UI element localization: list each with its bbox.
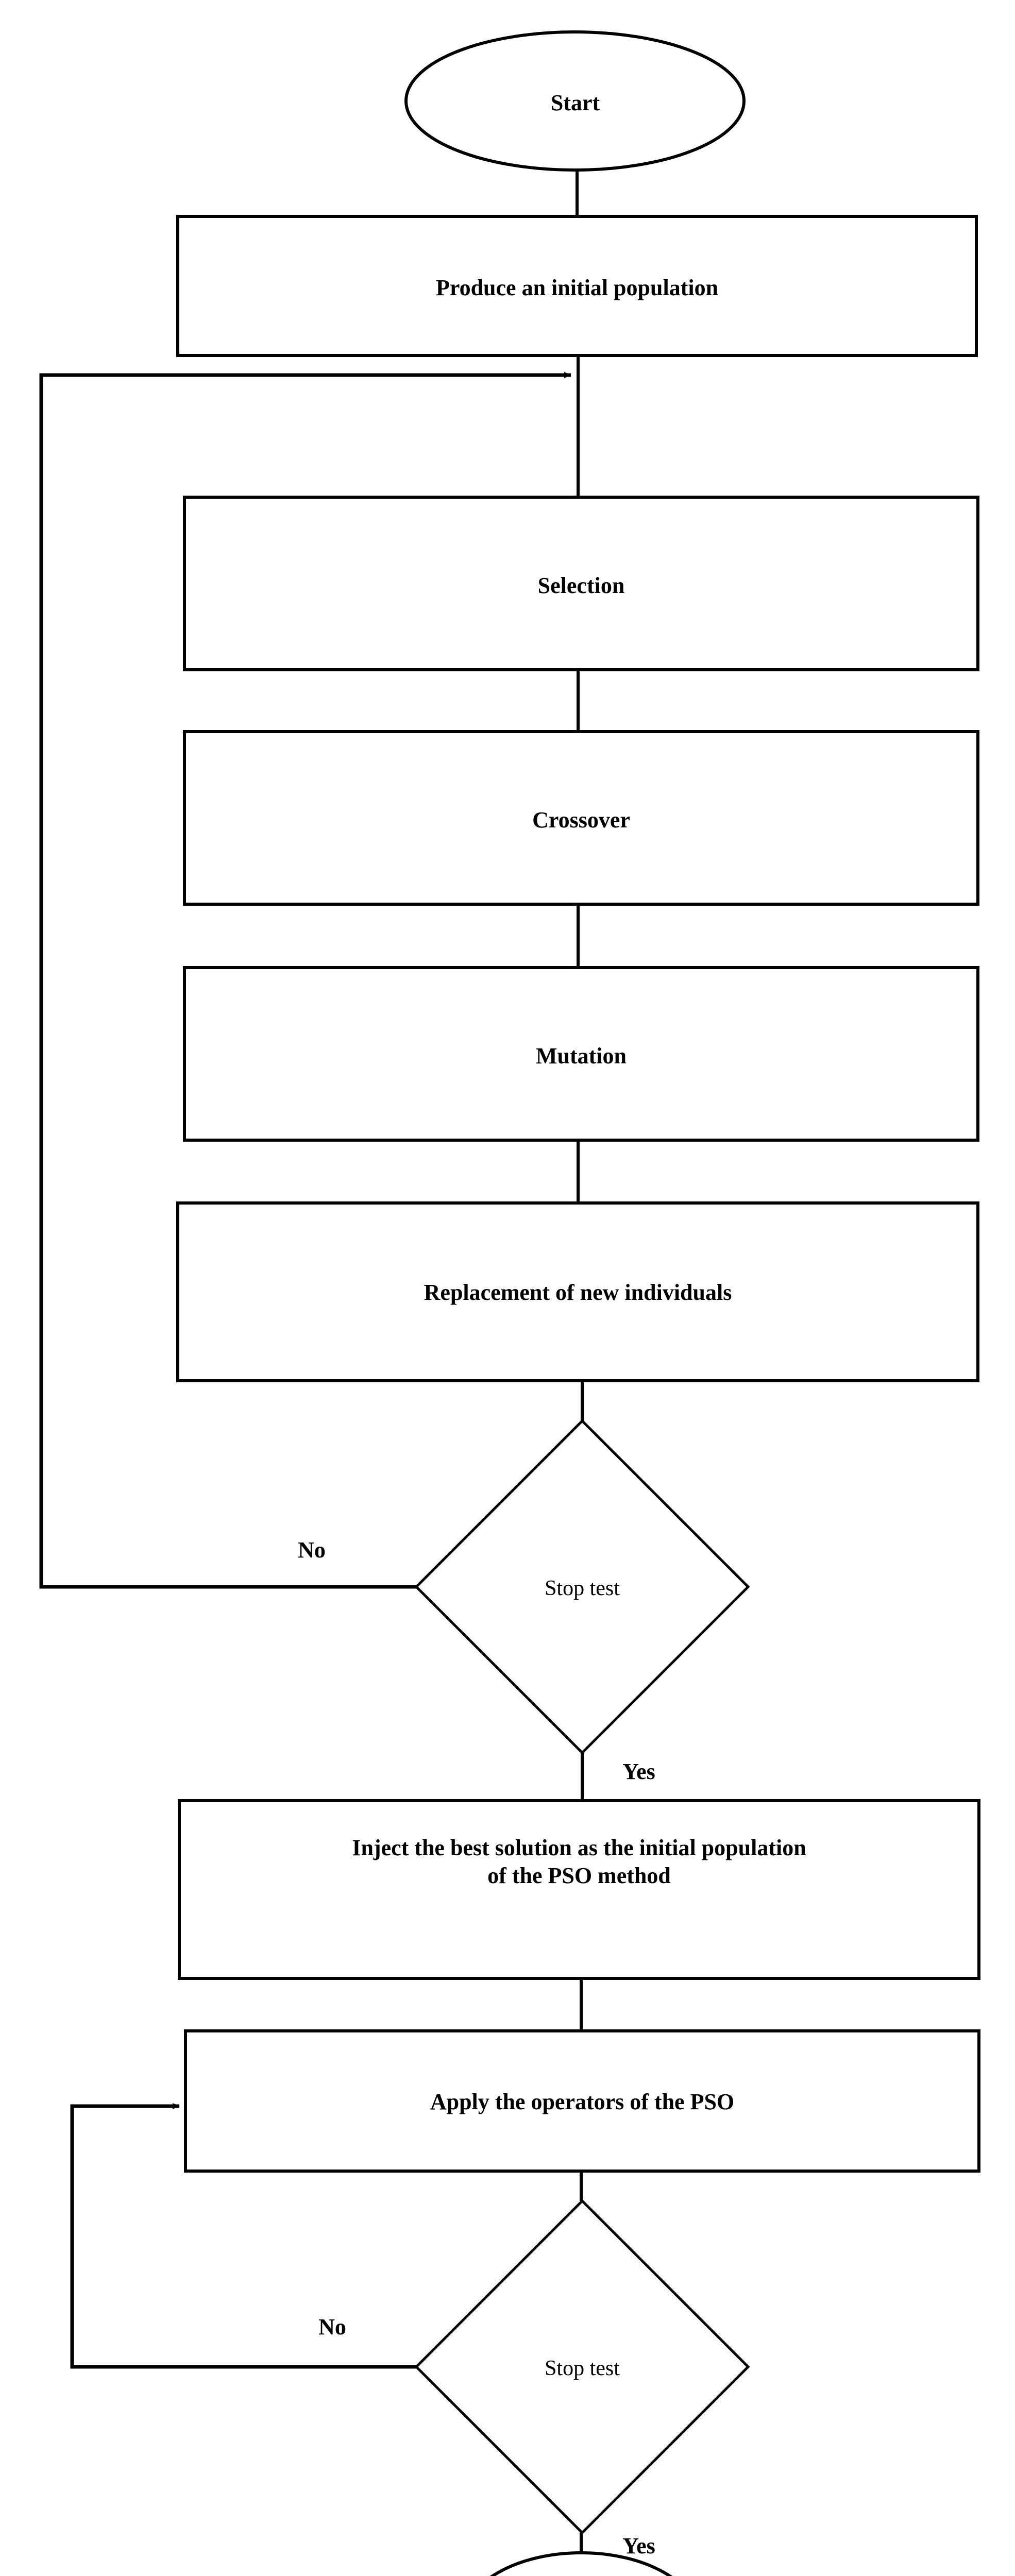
- crossover-process-shape: [183, 730, 979, 906]
- edge-label-yes-ga: Yes: [622, 1759, 655, 1784]
- loop-ga-no-path: [39, 372, 571, 1589]
- stop-test-1-decision-label: Stop test: [545, 1577, 620, 1600]
- replacement-process-shape: [176, 1201, 979, 1382]
- pso-operators-process-shape: [184, 2029, 980, 2173]
- edge-label-no-pso: No: [318, 2314, 346, 2340]
- selection-process-label: Selection: [537, 573, 625, 598]
- stop-test-2-decision-label: Stop test: [545, 2357, 620, 2380]
- replacement-process-label: Replacement of new individuals: [424, 1280, 732, 1305]
- loop-pso-no-path: [70, 2103, 416, 2369]
- crossover-process-label: Crossover: [532, 807, 630, 833]
- inject-process-label: Inject the best solution as the initial …: [352, 1835, 806, 1888]
- edge-label-yes-pso: Yes: [622, 2533, 655, 2558]
- mutation-process-label: Mutation: [536, 1043, 627, 1069]
- produce-process-shape: [176, 215, 978, 357]
- edge-label-no-ga: No: [298, 1537, 326, 1563]
- selection-process-shape: [183, 496, 979, 671]
- start-terminal-shape: [404, 30, 746, 172]
- inject-process-shape: [178, 1799, 980, 1980]
- start-terminal-label: Start: [550, 90, 600, 115]
- mutation-process-shape: [183, 966, 979, 1142]
- pso-operators-process-label: Apply the operators of the PSO: [430, 2089, 735, 2114]
- produce-process-label: Produce an initial population: [435, 275, 719, 300]
